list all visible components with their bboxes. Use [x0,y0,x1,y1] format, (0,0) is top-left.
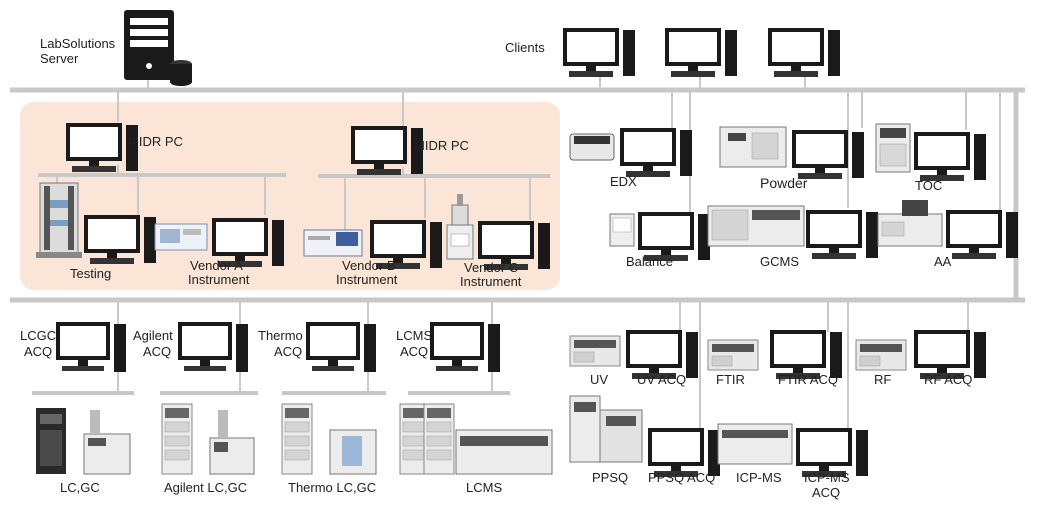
midr-pc-2-label: MIDR PC [414,138,469,153]
toc-label: TOC [915,178,942,193]
powder-label: Powder [760,175,808,191]
aa-instrument [877,200,943,247]
testing-label: Testing [70,266,111,281]
thermo-gc [329,429,377,475]
rf-instrument [855,339,907,371]
client-pc-2 [665,28,737,77]
ppsq-label: PPSQ [592,470,628,485]
gcms-instrument [707,205,805,247]
clients-label: Clients [505,40,545,55]
ftir-instrument [707,339,759,371]
icpms-acq-line2: ACQ [812,485,840,500]
toc-instrument [875,123,911,173]
balance-label: Balance [626,254,673,269]
agilent-lc-tower [161,403,193,475]
icpms-label: ICP-MS [736,470,782,485]
aa-pc [946,210,1018,259]
thermo-acq-pc [306,322,376,372]
lcms-label: LCMS [466,480,502,495]
client-pc-3 [768,28,840,77]
ppsq-instrument [569,395,643,463]
balance-instrument [609,213,635,247]
server-label-line1: LabSolutions [40,36,116,51]
agilent-acq-pc [178,322,248,372]
midr-pc-1-label: MIDR PC [128,134,183,149]
lcms-ms [455,429,553,475]
uv-instrument [569,335,621,367]
aa-label: AA [934,254,952,269]
agilent-acq-line2: ACQ [143,344,171,359]
testing-machine [36,182,82,258]
gcms-label: GCMS [760,254,799,269]
network-lines [10,72,1025,428]
rf-acq-label: RF ACQ [924,372,972,387]
icpms-instrument [717,423,793,465]
lcms-acq-line2: ACQ [400,344,428,359]
edx-instrument [569,133,615,161]
lcgc-acq-line2: ACQ [24,344,52,359]
vendor-c-instrument [446,194,474,260]
uv-acq-label: UV ACQ [637,372,686,387]
ftir-label: FTIR [716,372,745,387]
lcms-lc-tower-2 [423,403,455,475]
lcms-acq-pc [430,322,500,372]
vendor-c-label-line1: Vendor C [464,260,518,275]
lcms-acq-line1: LCMS [396,328,432,343]
edx-label: EDX [610,174,637,189]
vendor-a-label-line1: Vendor A [190,258,243,273]
agilent-acq-line1: Agilent [133,328,173,343]
powder-pc [792,130,864,179]
edx-pc [620,128,692,177]
vendor-b-label-line2: Instrument [336,272,398,287]
agilent-lcgc-label: Agilent LC,GC [164,480,247,495]
thermo-lcgc-label: Thermo LC,GC [288,480,376,495]
thermo-lc-tower [281,403,313,475]
gcms-pc [806,210,878,259]
rf-label: RF [874,372,891,387]
vendor-a-label-line2: Instrument [188,272,250,287]
server-label-line2: Server [40,51,79,66]
powder-instrument [719,126,787,168]
thermo-acq-line2: ACQ [274,344,302,359]
lcgc-acq-line1: LCGC [20,328,56,343]
icpms-acq-line1: ICP-MS [804,470,850,485]
lcgc-instruments [36,408,131,475]
vendor-b-instrument [303,229,363,257]
vendor-a-instrument [154,223,208,251]
labsolutions-server [124,10,192,86]
lcgc-label: LC,GC [60,480,100,495]
client-pc-1 [563,28,635,77]
ftir-acq-label: FTIR ACQ [778,372,838,387]
agilent-gc [209,410,255,475]
vendor-b-label-line1: Vendor B [342,258,396,273]
ppsq-acq-label: PPSQ ACQ [648,470,715,485]
thermo-acq-line1: Thermo [258,328,303,343]
lcgc-acq-pc [56,322,126,372]
toc-pc [914,132,986,181]
vendor-c-label-line2: Instrument [460,274,522,289]
uv-label: UV [590,372,608,387]
